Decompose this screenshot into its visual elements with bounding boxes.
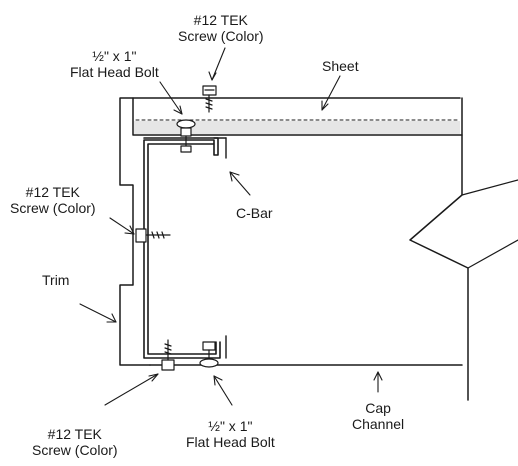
label-trim-text: Trim [42, 272, 70, 288]
leader-tek-top [211, 47, 226, 81]
sheet-panel [132, 97, 463, 136]
label-flat-head-bolt-bottom-line2: Flat Head Bolt [186, 434, 275, 450]
label-cap-channel: Cap Channel [352, 400, 404, 432]
cap-channel-right-edge [409, 134, 469, 401]
cap-channel-break [461, 179, 518, 269]
label-tek-screw-top-line1: #12 TEK [193, 12, 248, 28]
label-tek-screw-top-line2: Screw (Color) [178, 28, 264, 44]
leader-bolt-top [159, 81, 183, 115]
label-tek-screw-top: #12 TEK Screw (Color) [178, 12, 264, 44]
leader-sheet [321, 75, 341, 111]
label-sheet: Sheet [322, 58, 359, 74]
c-bar-profile [143, 137, 221, 359]
leader-tek-bottom [104, 373, 159, 406]
leader-lines [79, 47, 383, 406]
leader-bolt-bottom [213, 375, 233, 406]
label-flat-head-bolt-bottom-line1: ½" x 1" [208, 418, 253, 434]
label-cap-channel-line2: Channel [352, 416, 405, 432]
label-flat-head-bolt-top-line2: Flat Head Bolt [70, 64, 159, 80]
label-flat-head-bolt-bottom: ½" x 1" Flat Head Bolt [186, 418, 275, 450]
tek-screw-left [135, 228, 171, 243]
leader-tek-left [109, 217, 135, 235]
label-sheet-text: Sheet [322, 58, 359, 74]
label-flat-head-bolt-top-line1: ½" x 1" [92, 48, 137, 64]
label-tek-screw-left-line2: Screw (Color) [10, 200, 96, 216]
sheet-shade [134, 121, 460, 134]
label-c-bar: C-Bar [236, 205, 273, 221]
label-c-bar-text: C-Bar [236, 205, 273, 221]
label-cap-channel-line1: Cap [365, 400, 391, 416]
tek-screw-bottom [161, 339, 175, 371]
leader-cbar [229, 171, 251, 196]
flat-head-bolt-top [176, 119, 196, 153]
leader-trim [79, 303, 117, 323]
label-tek-screw-bottom: #12 TEK Screw (Color) [32, 426, 118, 458]
trim-outline [119, 97, 461, 366]
label-tek-screw-bottom-line1: #12 TEK [47, 426, 102, 442]
flat-head-bolt-bottom [199, 341, 219, 368]
label-tek-screw-left: #12 TEK Screw (Color) [10, 184, 96, 216]
tek-screw-top [202, 85, 217, 113]
label-tek-screw-bottom-line2: Screw (Color) [32, 442, 118, 458]
label-trim: Trim [42, 272, 69, 288]
label-tek-screw-left-line1: #12 TEK [25, 184, 80, 200]
label-flat-head-bolt-top: ½" x 1" Flat Head Bolt [70, 48, 159, 80]
